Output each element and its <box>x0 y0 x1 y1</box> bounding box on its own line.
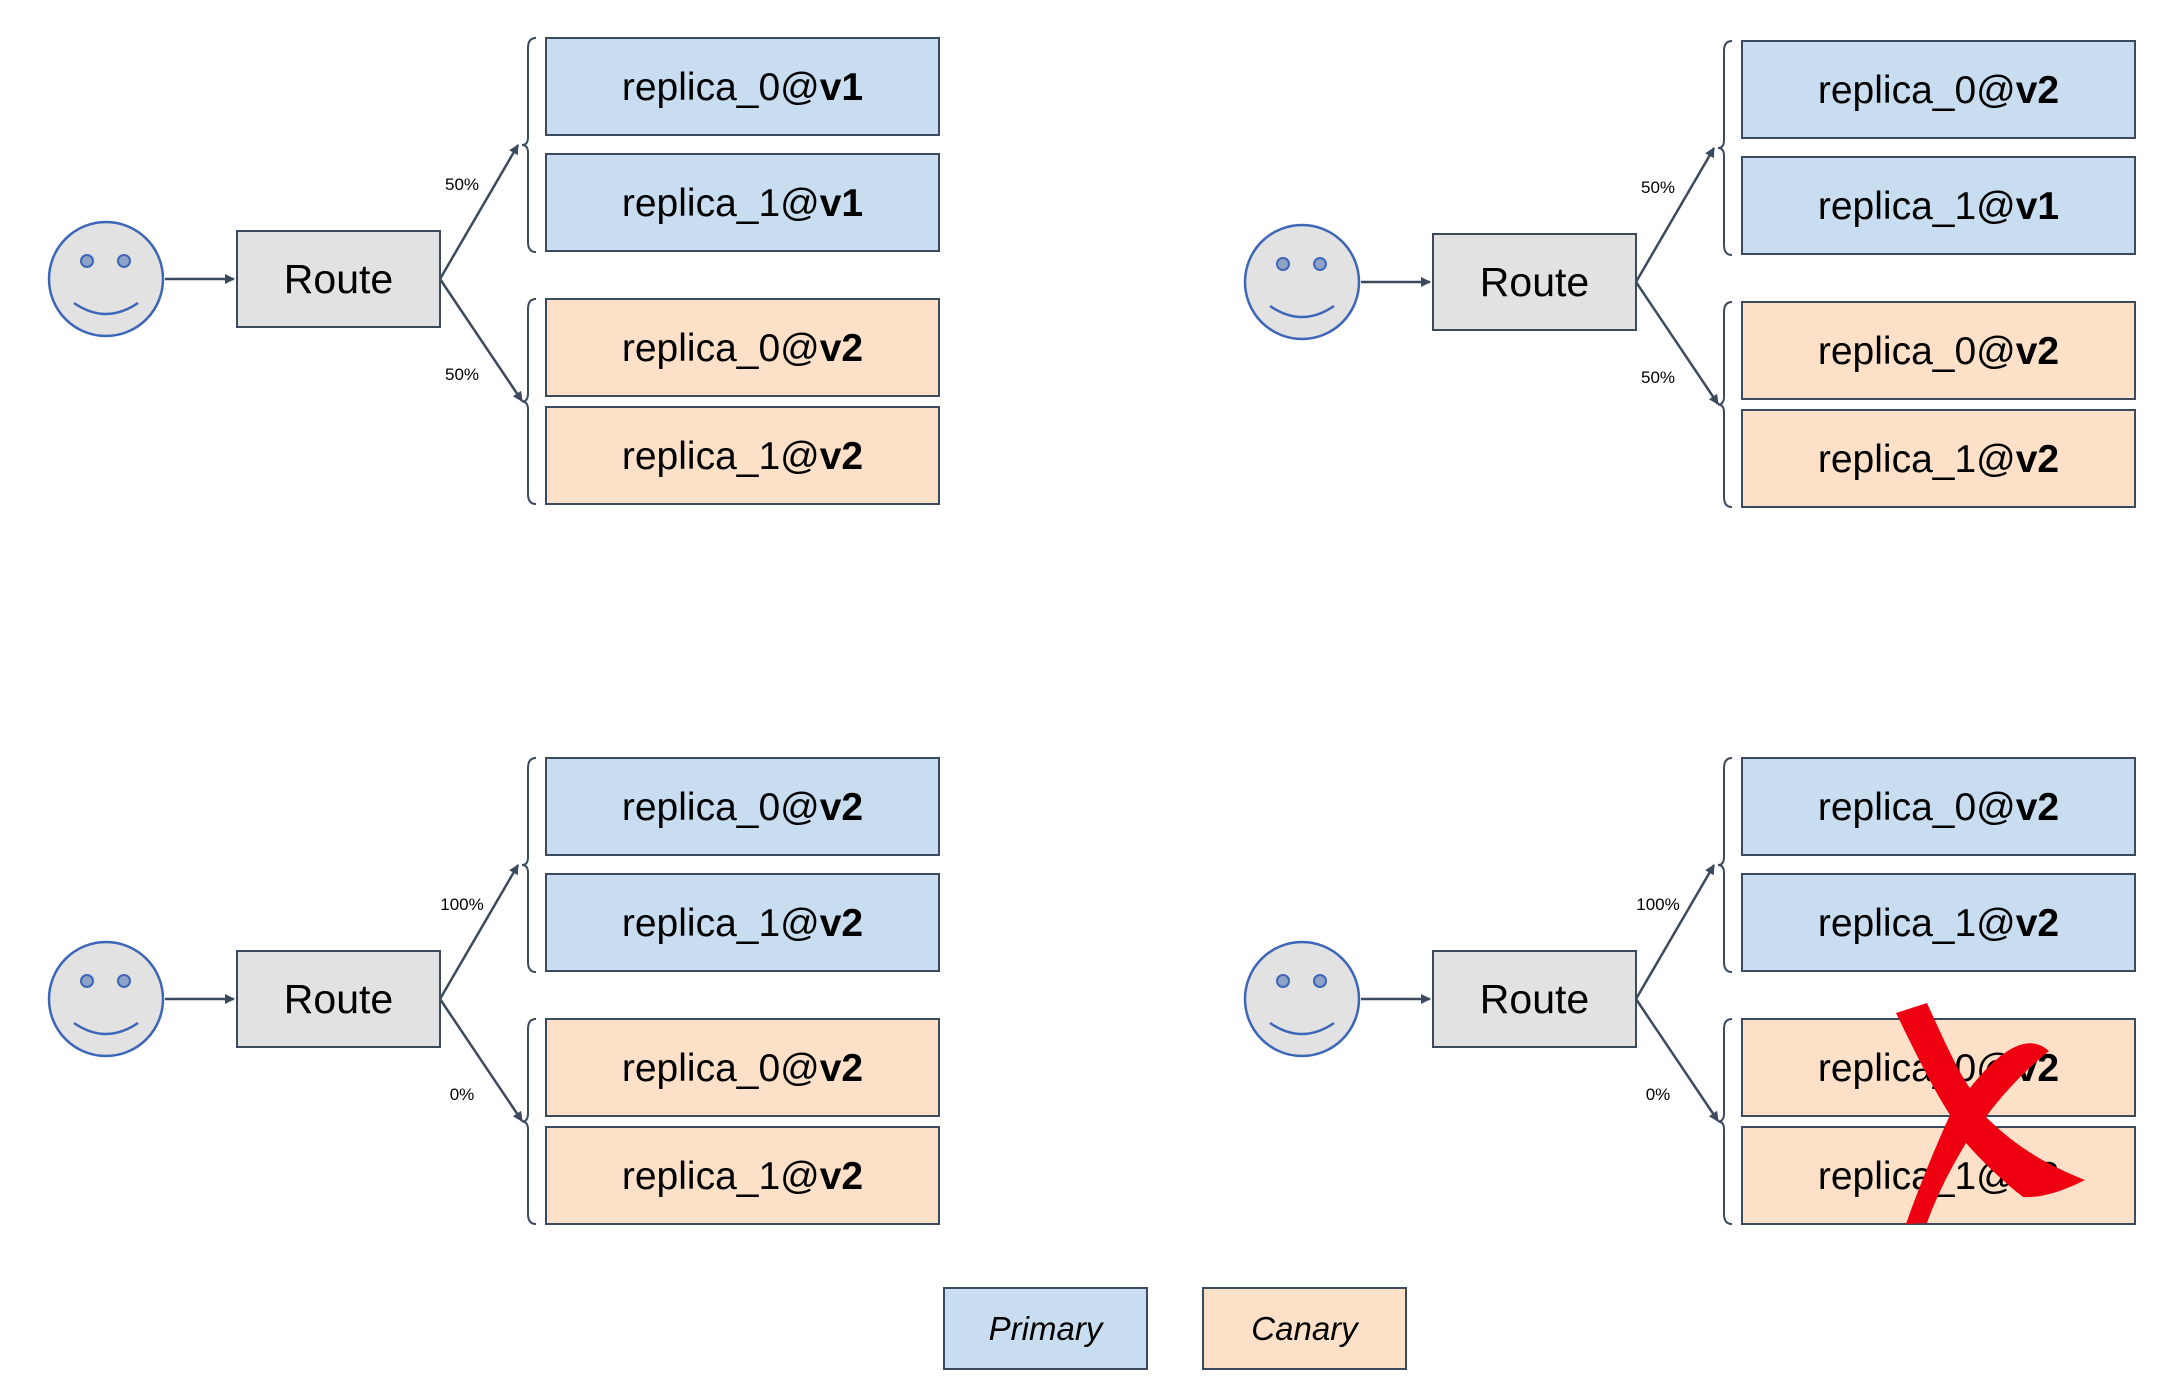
replica-label: replica_0@v2 <box>622 1047 863 1090</box>
replica-box-canary <box>545 406 940 505</box>
panel-3: Route100%0%replica_0@v2replica_1@v2repli… <box>47 757 940 1225</box>
replica-box-primary <box>545 153 940 252</box>
route-to-primary-arrow <box>1634 147 1716 283</box>
legend-canary-label: Canary <box>1251 1310 1360 1347</box>
primary-traffic-percent: 100% <box>440 895 483 914</box>
replica-box-primary <box>1741 40 2136 139</box>
canary-traffic-percent: 50% <box>1641 368 1675 387</box>
primary-traffic-percent: 50% <box>445 175 479 194</box>
route-label: Route <box>284 976 393 1022</box>
primary-group-brace <box>1717 757 1733 973</box>
canary-group-brace <box>521 1018 537 1225</box>
route-box <box>1432 950 1637 1048</box>
replica-box-primary <box>545 873 940 972</box>
replica-box-primary <box>1741 873 2136 972</box>
replica-box-primary <box>545 37 940 136</box>
primary-group-brace <box>521 37 537 253</box>
replica-label: replica_1@v2 <box>1818 438 2059 481</box>
legend-canary-swatch <box>1202 1287 1407 1370</box>
canary-traffic-percent: 0% <box>1646 1085 1671 1104</box>
legend: Primary Canary <box>943 1287 1407 1370</box>
replica-label: replica_0@v2 <box>622 327 863 370</box>
replica-label: replica_0@v2 <box>622 786 863 829</box>
replica-label: replica_0@v1 <box>622 66 863 109</box>
panel-1: Route 50% 50% replica_0@v1 replica_1@v1repli… <box>47 37 940 505</box>
replica-label: replica_1@v2 <box>1818 902 2059 945</box>
replica-label: replica_1@v1 <box>622 182 863 225</box>
canary-group-brace <box>521 298 537 505</box>
canary-group-brace <box>1717 1018 1733 1225</box>
failed-canary-x-mark-icon <box>1896 1003 2085 1224</box>
canary-traffic-percent: 50% <box>445 365 479 384</box>
user-face-icon <box>1243 940 1361 1058</box>
user-face-icon <box>47 220 165 338</box>
primary-group-brace <box>1717 40 1733 256</box>
replica-box-canary <box>1741 301 2136 400</box>
primary-traffic-percent: 100% <box>1636 895 1679 914</box>
panel-2: Route50%50%replica_0@v2replica_1@v1repli… <box>1243 40 2136 508</box>
route-to-canary-arrow <box>1634 281 1720 405</box>
route-box <box>1432 233 1637 331</box>
route-label: Route <box>1480 259 1589 305</box>
replica-box-primary <box>1741 156 2136 255</box>
replica-label: replica_0@v2 <box>1818 69 2059 112</box>
legend-primary-label: Primary <box>989 1310 1105 1347</box>
route-to-primary-arrow <box>438 864 520 1000</box>
panel-4: Route100%0%replica_0@v2replica_1@v2repli… <box>1243 757 2136 1225</box>
route-to-primary-arrow <box>438 144 520 280</box>
route-label: Route <box>1480 976 1589 1022</box>
legend-primary-swatch <box>943 1287 1148 1370</box>
replica-label: replica_1@v2 <box>622 1155 863 1198</box>
route-label: Route <box>284 256 393 302</box>
replica-label: replica_1@v2 <box>622 902 863 945</box>
route-box <box>236 950 441 1048</box>
route-to-canary-arrow <box>1634 998 1720 1122</box>
canary-group-brace <box>1717 301 1733 508</box>
canary-traffic-percent: 0% <box>450 1085 475 1104</box>
route-to-canary-arrow <box>438 998 524 1122</box>
route-to-primary-arrow <box>1634 864 1716 1000</box>
replica-box-primary <box>1741 757 2136 856</box>
primary-group-brace <box>521 757 537 973</box>
replica-label: replica_1@v2 <box>622 435 863 478</box>
replica-label: replica_0@v2 <box>1818 330 2059 373</box>
replica-box-canary <box>545 1126 940 1225</box>
replica-label: replica_1@v1 <box>1818 185 2059 228</box>
user-face-icon <box>47 940 165 1058</box>
replica-box-canary <box>545 298 940 397</box>
primary-traffic-percent: 50% <box>1641 178 1675 197</box>
replica-box-canary <box>1741 409 2136 508</box>
replica-label: replica_0@v2 <box>1818 786 2059 829</box>
user-face-icon <box>1243 223 1361 341</box>
replica-box-primary <box>545 757 940 856</box>
route-to-canary-arrow <box>438 278 524 402</box>
replica-box-canary <box>545 1018 940 1117</box>
